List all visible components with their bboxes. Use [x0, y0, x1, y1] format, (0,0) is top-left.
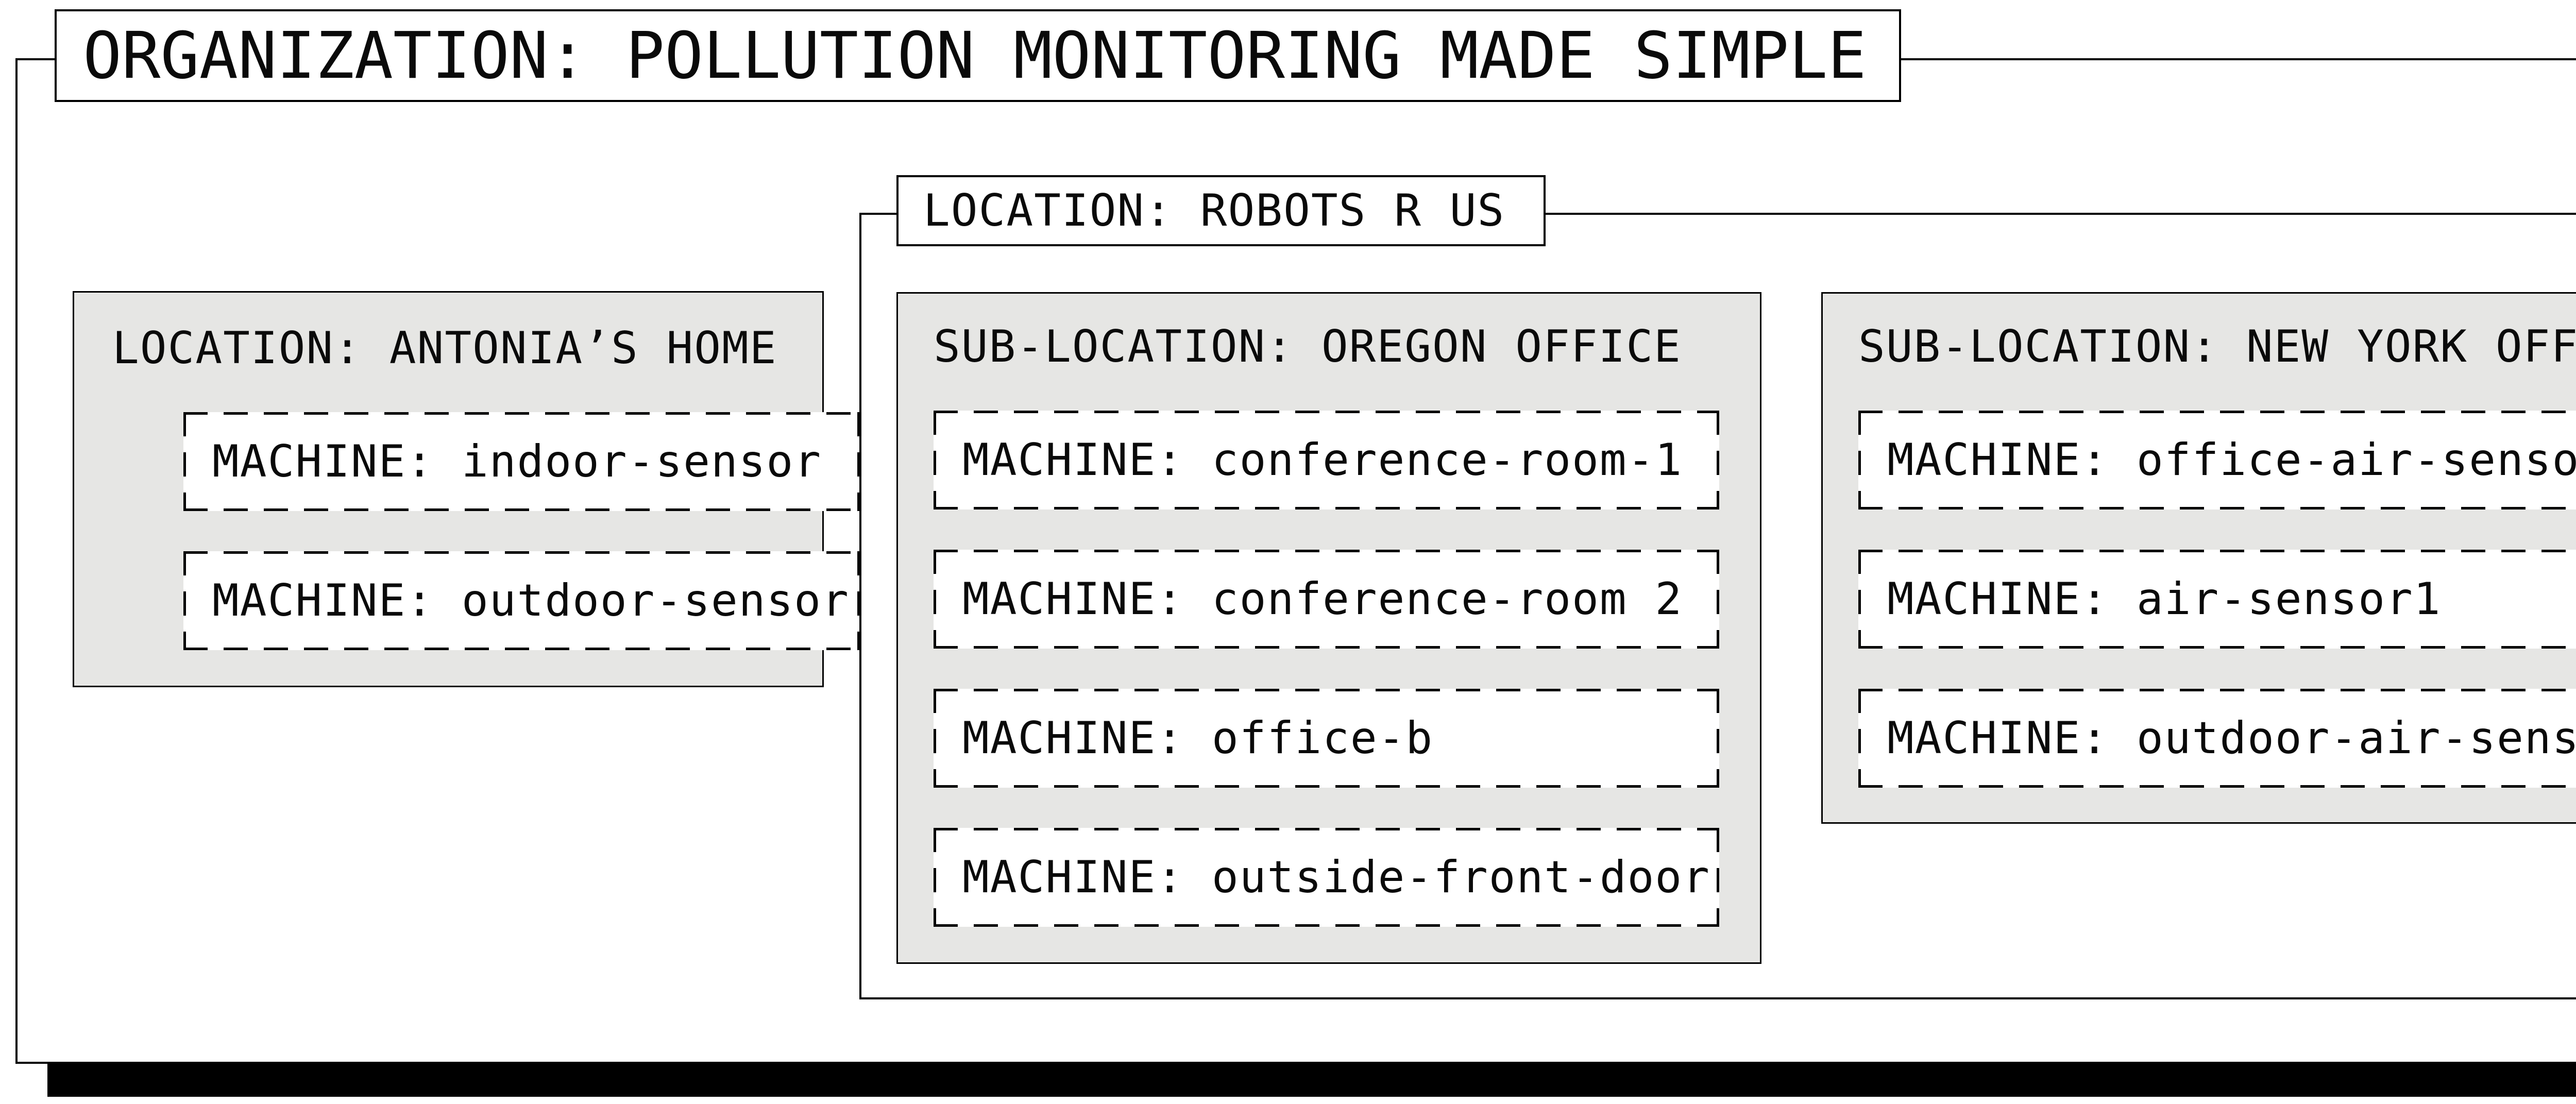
machine-label-outdoor-sensor: MACHINE: outdoor-sensor: [212, 575, 850, 626]
location-label-box-robots-r-us: LOCATION: ROBOTS R US: [896, 175, 1546, 246]
machine-box-outdoor-sensor: MACHINE: outdoor-sensor: [183, 551, 860, 650]
machine-label-conference-room-1: MACHINE: conference-room-1: [962, 434, 1683, 486]
machine-label-outdoor-air-sensor: MACHINE: outdoor-air-sensor: [1887, 712, 2576, 764]
machine-box-office-b: MACHINE: office-b: [934, 689, 1719, 788]
organization-title-box: ORGANIZATION: POLLUTION MONITORING MADE …: [55, 9, 1901, 102]
machine-label-air-sensor1: MACHINE: air-sensor1: [1887, 573, 2442, 625]
machine-box-conference-room-1: MACHINE: conference-room-1: [934, 411, 1719, 509]
machine-box-outside-front-door: MACHINE: outside-front-door: [934, 828, 1719, 927]
machine-box-indoor-sensor: MACHINE: indoor-sensor: [183, 412, 860, 511]
sublocation-label-oregon-office: SUB-LOCATION: OREGON OFFICE: [934, 321, 1682, 372]
location-label-antonias-home: LOCATION: ANTONIA’S HOME: [112, 322, 777, 374]
machine-label-outside-front-door: MACHINE: outside-front-door: [962, 852, 1710, 903]
machine-box-office-air-sensor: MACHINE: office-air-sensor: [1858, 411, 2576, 509]
sublocation-label-new-york-office: SUB-LOCATION: NEW YORK OFFICE: [1858, 321, 2576, 372]
location-label-robots-r-us: LOCATION: ROBOTS R US: [923, 185, 1505, 236]
machine-box-air-sensor1: MACHINE: air-sensor1: [1858, 550, 2576, 649]
machine-box-conference-room-2: MACHINE: conference-room 2: [934, 550, 1719, 649]
organization-title: ORGANIZATION: POLLUTION MONITORING MADE …: [83, 18, 1867, 93]
location-box-antonias-home: LOCATION: ANTONIA’S HOME MACHINE: indoor…: [73, 291, 860, 687]
machine-label-office-air-sensor: MACHINE: office-air-sensor: [1887, 434, 2576, 486]
machine-label-indoor-sensor: MACHINE: indoor-sensor: [212, 436, 822, 487]
machine-box-outdoor-air-sensor: MACHINE: outdoor-air-sensor: [1858, 689, 2576, 788]
machine-label-conference-room-2: MACHINE: conference-room 2: [962, 573, 1683, 625]
machine-label-office-b: MACHINE: office-b: [962, 712, 1434, 764]
